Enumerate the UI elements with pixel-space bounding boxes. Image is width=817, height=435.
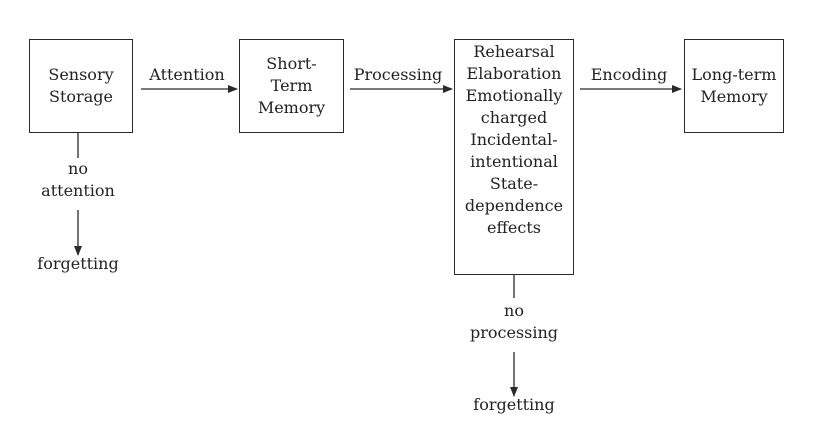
short-term-memory-line-1: Short-	[266, 54, 317, 73]
processing-factor-line-8: dependence	[464, 196, 564, 215]
processing-factor-line-1: Rehearsal	[473, 42, 555, 61]
sensory-storage-line-2: Storage	[49, 87, 113, 106]
no-attention-line-2: attention	[41, 181, 115, 200]
no-attention-label: no attention	[28, 158, 128, 202]
encoding-label: Encoding	[590, 65, 668, 84]
attention-label: Attention	[149, 65, 225, 84]
processing-forgetting-label: forgetting	[473, 395, 555, 414]
short-term-memory-box	[239, 39, 344, 133]
processing-factor-line-5: Incidental-	[470, 130, 558, 149]
short-term-memory-label: Short- Term Memory	[239, 53, 344, 119]
processing-factor-line-3: Emotionally	[465, 86, 563, 105]
processing-factors-label: Rehearsal Elaboration Emotionally charge…	[454, 41, 574, 239]
no-attention-line-1: no	[68, 159, 88, 178]
long-term-memory-box	[684, 39, 784, 133]
sensory-forgetting-label: forgetting	[37, 254, 119, 273]
processing-factor-line-9: effects	[487, 218, 541, 237]
sensory-storage-box	[29, 39, 133, 133]
processing-label: Processing	[353, 65, 443, 84]
processing-factor-line-7: State-	[489, 174, 539, 193]
long-term-memory-label: Long-term Memory	[684, 64, 784, 108]
sensory-storage-line-1: Sensory	[48, 65, 114, 84]
processing-factors-box	[454, 39, 574, 275]
short-term-memory-line-2: Term	[270, 76, 313, 95]
sensory-storage-label: Sensory Storage	[29, 64, 133, 108]
no-processing-label: no processing	[459, 300, 569, 344]
short-term-memory-line-3: Memory	[257, 98, 326, 117]
no-processing-line-1: no	[504, 301, 524, 320]
processing-factor-line-2: Elaboration	[466, 64, 562, 83]
long-term-memory-line-1: Long-term	[691, 65, 777, 84]
processing-factor-line-6: intentional	[470, 152, 558, 171]
long-term-memory-line-2: Memory	[700, 87, 768, 106]
processing-factor-line-4: charged	[480, 108, 548, 127]
no-processing-line-2: processing	[469, 323, 559, 342]
